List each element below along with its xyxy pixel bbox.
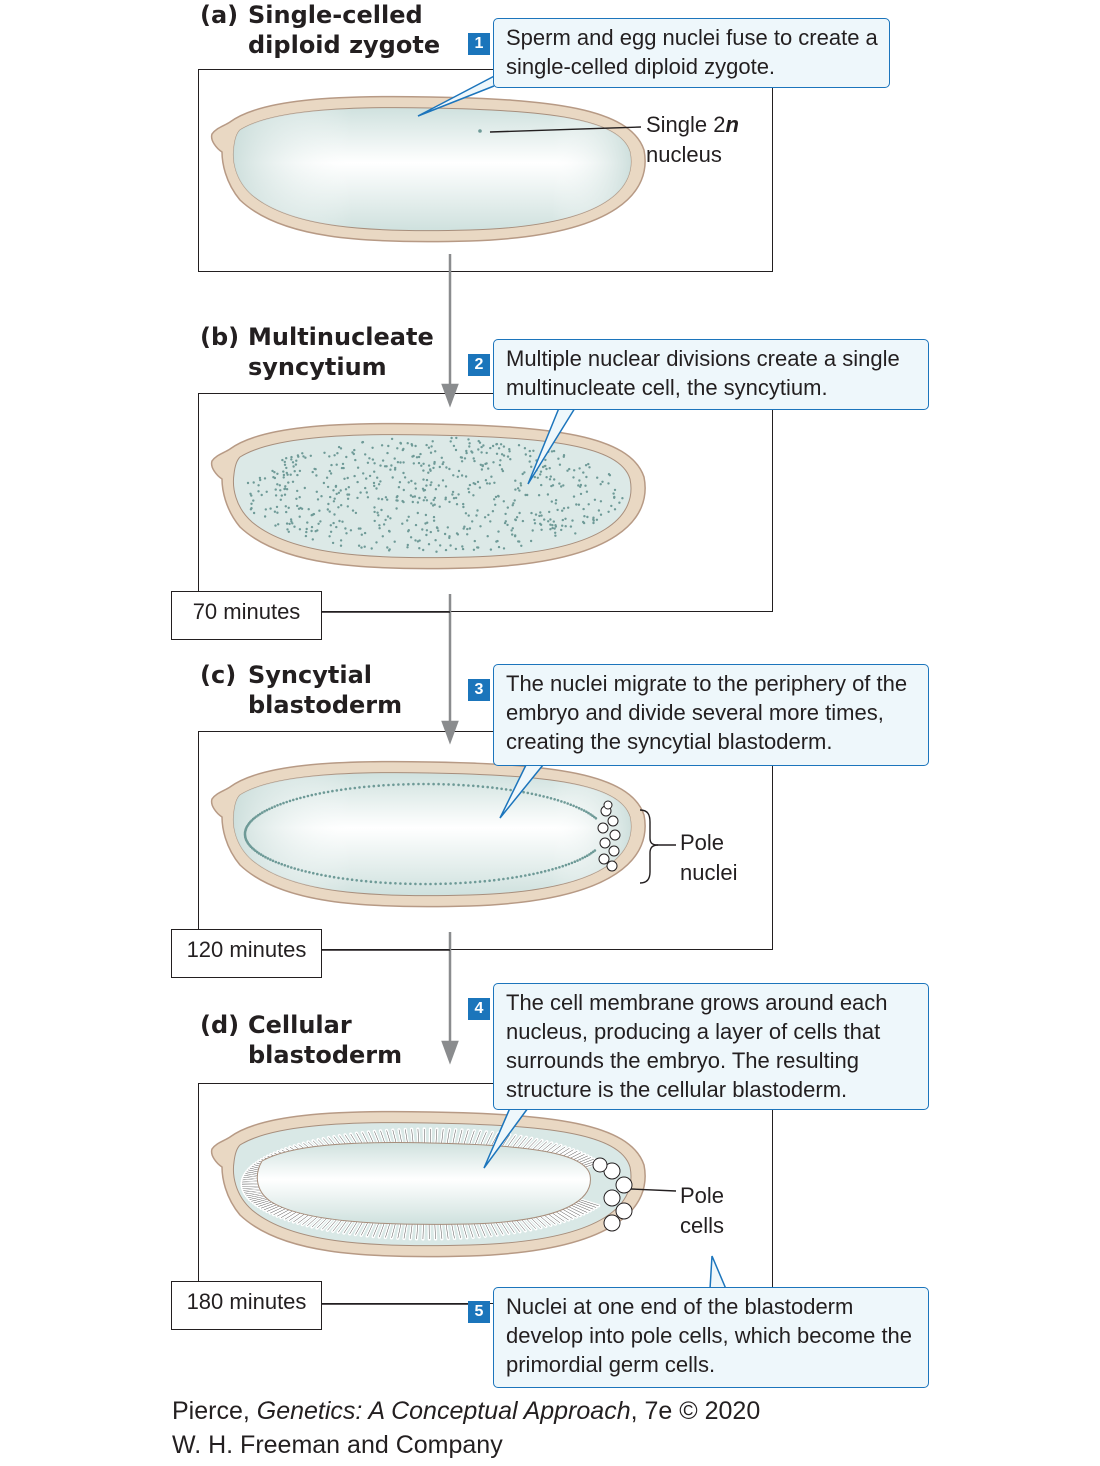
time-70-minutes: 70 minutes (171, 591, 322, 640)
pole-cells-label: Pole cells (680, 1183, 725, 1238)
stage-b-title: (b)Multinucleate syncytium (200, 323, 434, 381)
panel-a-frame (198, 69, 773, 272)
step-3-badge: 3 (468, 679, 490, 701)
step-4-badge: 4 (468, 998, 490, 1020)
callout-step-2: Multiple nuclear divisions create a sing… (493, 339, 929, 410)
panel-b-frame (198, 393, 773, 612)
callout-step-5: Nuclei at one end of the blastoderm deve… (493, 1287, 929, 1388)
callout-step-4: The cell membrane grows around each nucl… (493, 983, 929, 1110)
figure-credit: Pierce, Genetics: A Conceptual Approach,… (172, 1397, 761, 1459)
pole-nuclei-label: Pole nuclei (680, 830, 738, 885)
callout-step-3: The nuclei migrate to the periphery of t… (493, 664, 929, 766)
step-1-badge: 1 (468, 33, 490, 55)
time-120-minutes: 120 minutes (171, 929, 322, 978)
single-nucleus-label: Single 2n nucleus (646, 112, 739, 167)
time-180-minutes: 180 minutes (171, 1281, 322, 1330)
stage-a-title: (a)Single-celled diploid zygote (200, 1, 441, 59)
callout-step-1: Sperm and egg nuclei fuse to create a si… (493, 18, 890, 88)
stage-d-title: (d)Cellular blastoderm (200, 1011, 403, 1069)
step-2-badge: 2 (468, 354, 490, 376)
stage-c-title: (c)Syncytial blastoderm (200, 661, 403, 719)
step-5-badge: 5 (468, 1301, 490, 1323)
